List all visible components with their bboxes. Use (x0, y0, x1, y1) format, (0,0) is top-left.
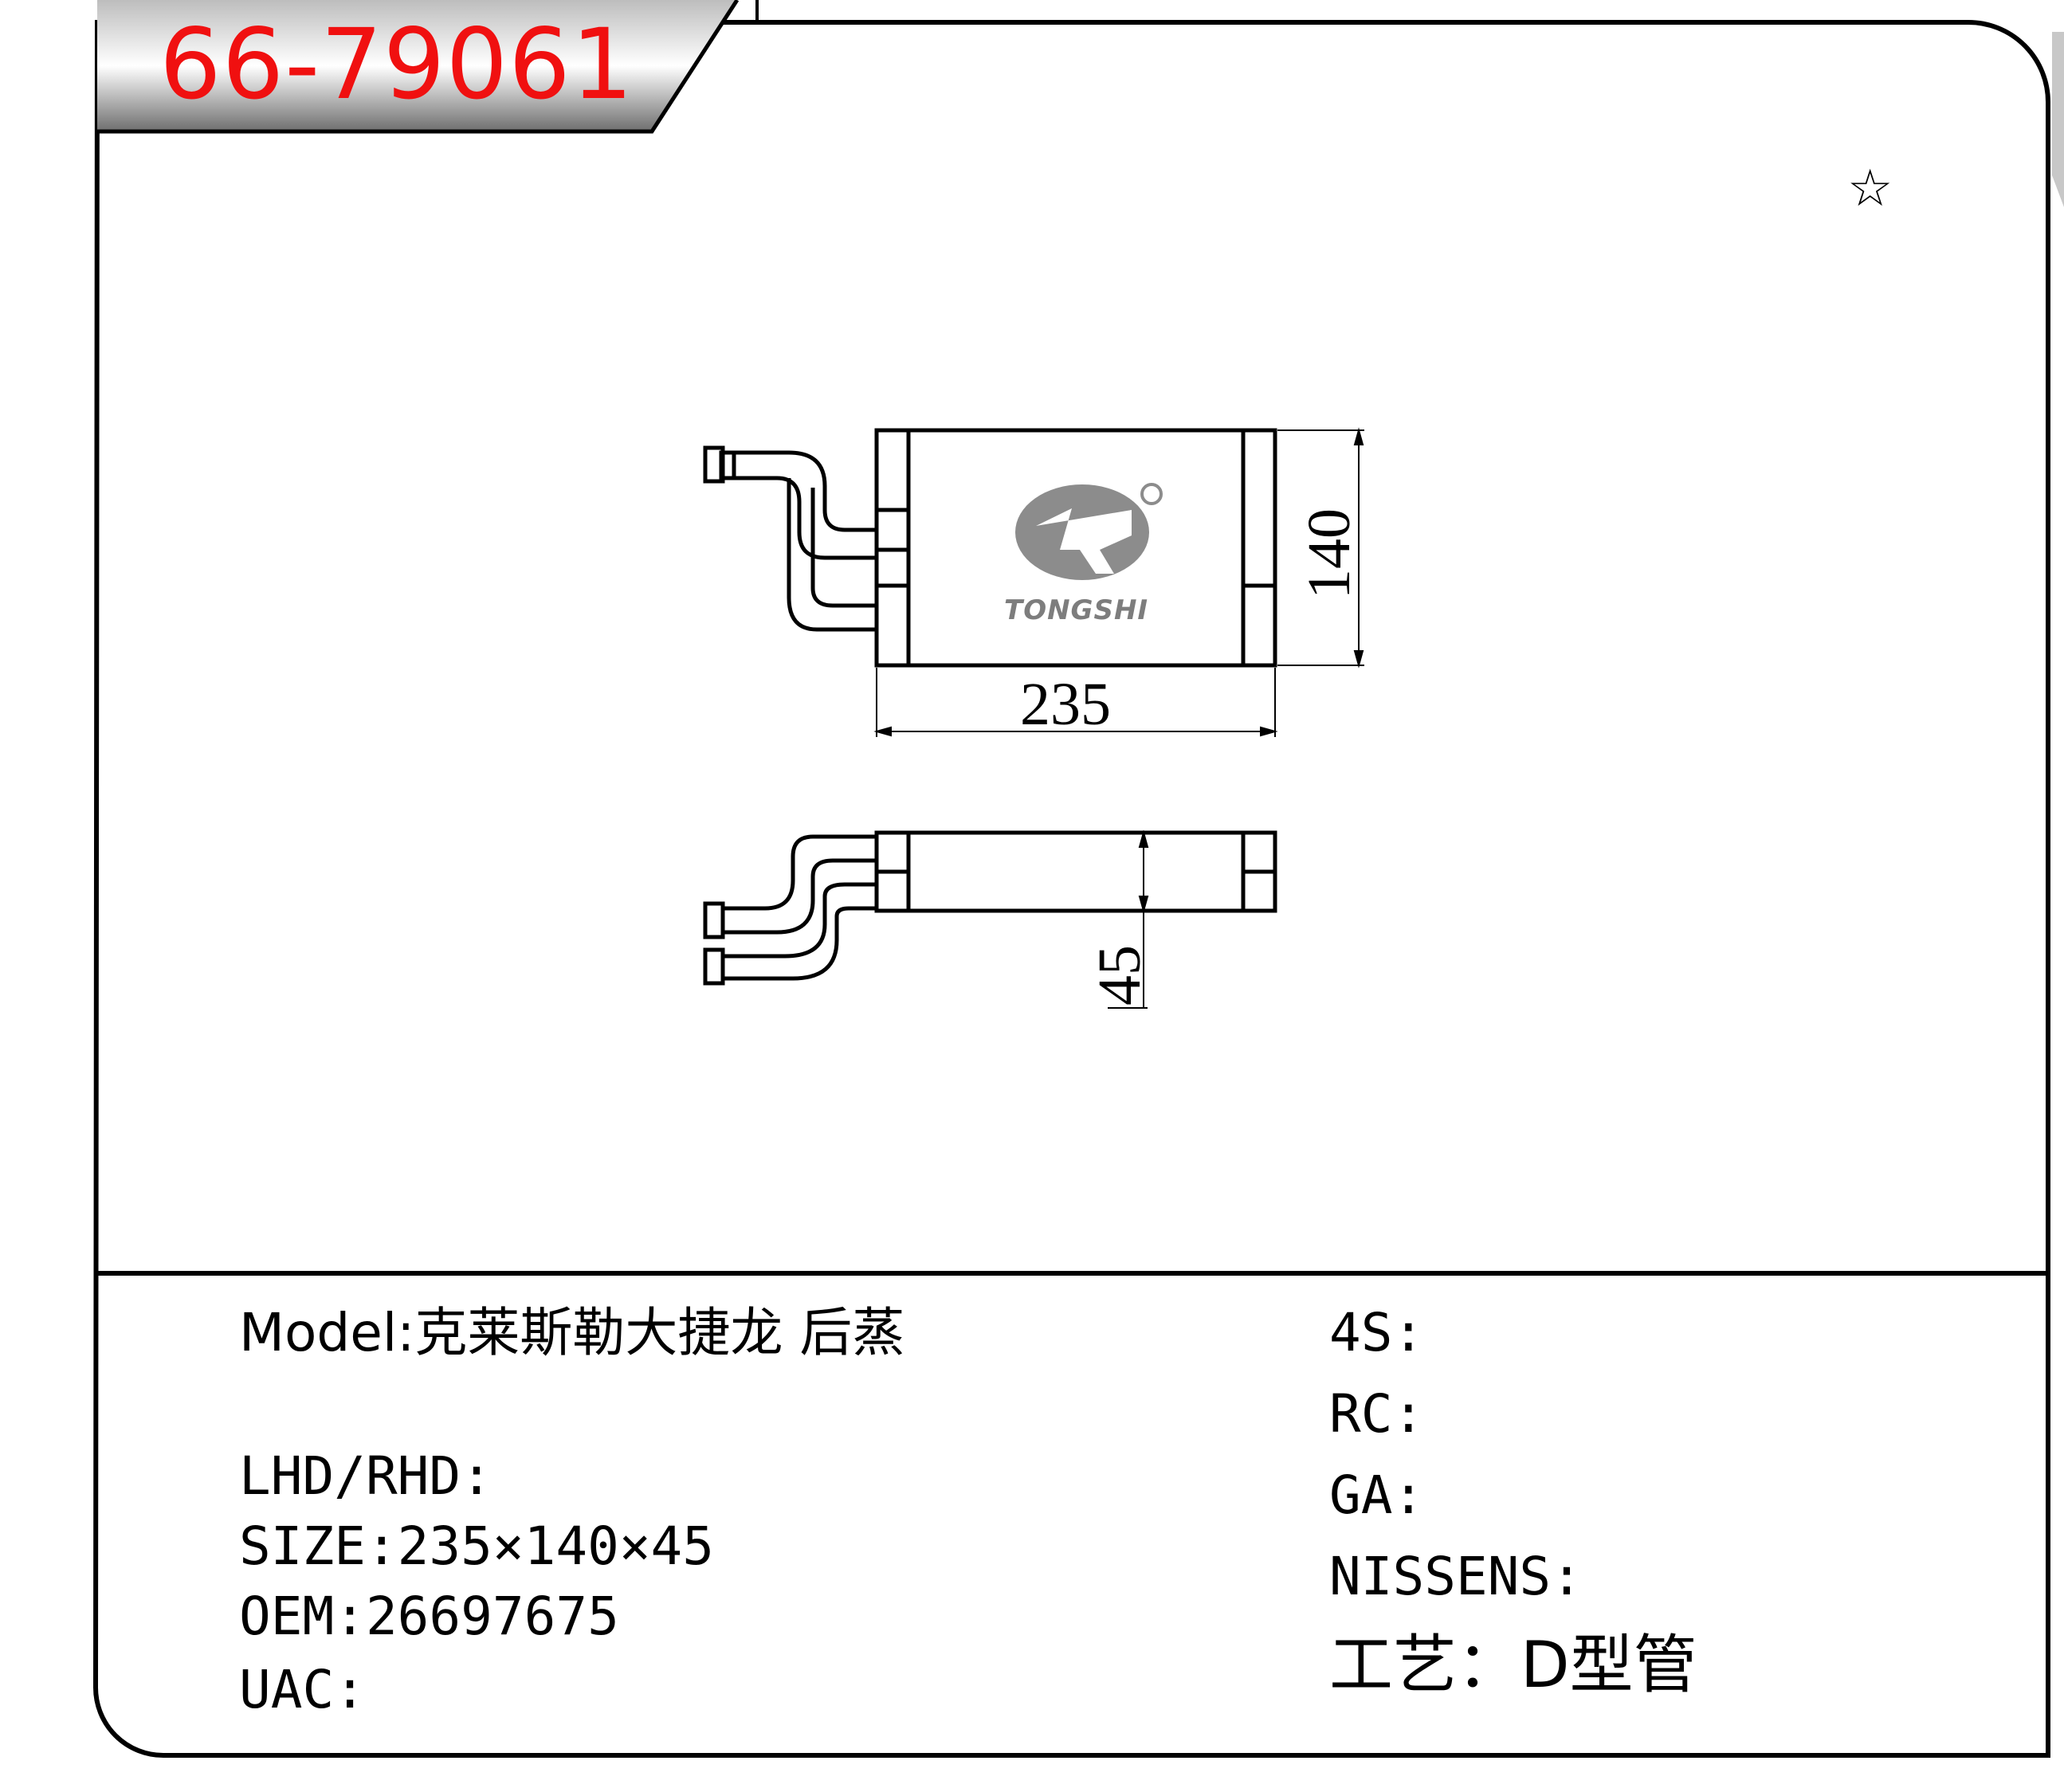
depth-dimension-line (1108, 829, 1149, 1009)
heater-core-front-view (703, 428, 1277, 668)
spec-size: SIZE:235×140×45 (239, 1516, 715, 1577)
part-number: 66-79061 (159, 8, 634, 121)
height-dimension-label: 140 (1296, 508, 1363, 599)
depth-dimension-label: 45 (1086, 945, 1153, 1006)
header-tab-outline (97, 0, 740, 134)
width-dimension-label: 235 (1020, 671, 1111, 738)
spec-nissens: NISSENS: (1329, 1546, 1583, 1607)
header-tab (97, 0, 737, 131)
dimension-lines (873, 427, 1364, 737)
spec-model: Model:克莱斯勒大捷龙 后蒸 (239, 1302, 905, 1363)
frame-edge-shadow (2052, 32, 2064, 207)
brand-logo-icon (1015, 483, 1163, 580)
spec-process: 工艺：D型管 (1329, 1628, 1697, 1702)
spec-ga: GA: (1329, 1465, 1425, 1526)
spec-oem: OEM:26697675 (239, 1586, 619, 1647)
sheet-frame (92, 20, 2050, 1758)
spec-uac: UAC: (239, 1659, 366, 1720)
spec-lhd-rhd: LHD/RHD: (239, 1445, 492, 1507)
spec-4s: 4S: (1329, 1302, 1425, 1363)
brand-logo-text: TONGSHI (1004, 594, 1149, 626)
heater-core-top-view (703, 830, 1277, 986)
spec-rc: RC: (1329, 1383, 1425, 1445)
star-outline-icon: ☆ (1847, 159, 1893, 218)
